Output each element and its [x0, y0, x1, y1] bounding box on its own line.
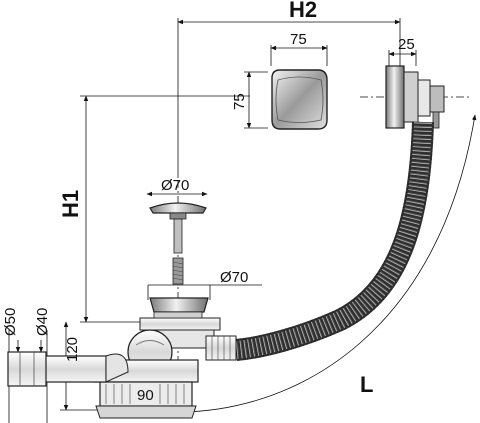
outlet-pipe — [7, 351, 129, 387]
outlet-diameter-label: Ø70 — [220, 269, 248, 286]
overflow-assembly — [385, 65, 445, 129]
overflow-cover — [271, 69, 328, 130]
plug-assembly — [149, 202, 207, 285]
h1-label: H1 — [58, 190, 83, 218]
l-label: L — [360, 372, 373, 397]
pipe-40-label: Ø40 — [34, 308, 51, 336]
pipe-50-label: Ø50 — [2, 308, 19, 336]
cover-height-label: 75 — [231, 93, 248, 110]
trap-offset-label: 90 — [137, 387, 154, 404]
trap — [93, 359, 199, 419]
trap-height-label: 120 — [64, 337, 81, 362]
plug-diameter-label: Ø70 — [161, 177, 189, 194]
cover-width-label: 75 — [290, 31, 307, 48]
overflow-depth-label: 25 — [398, 36, 415, 53]
overflow-hose — [234, 121, 434, 361]
h2-label: H2 — [289, 0, 317, 22]
